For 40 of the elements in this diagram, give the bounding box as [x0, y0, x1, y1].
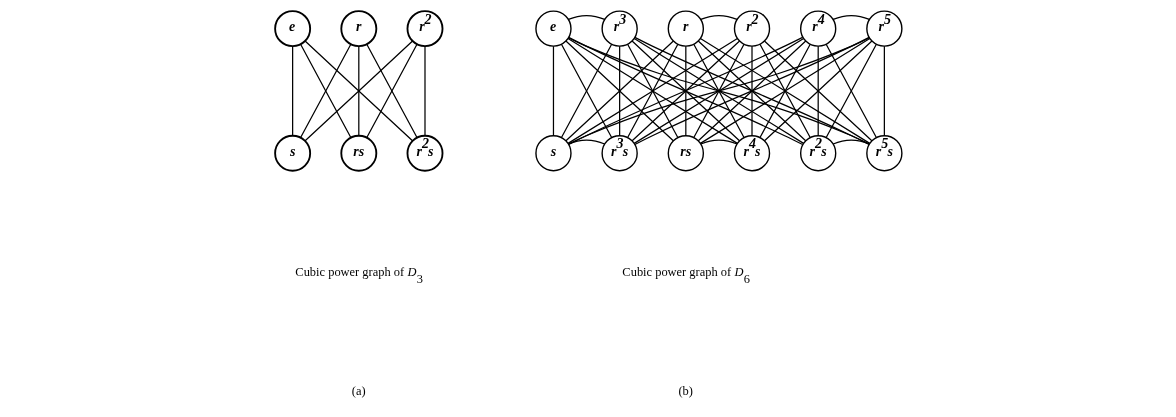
connector [750, 45, 753, 137]
connector [299, 43, 351, 139]
connector [692, 43, 745, 139]
node-circle: e [534, 10, 572, 47]
connector [633, 37, 804, 144]
connector [832, 139, 870, 145]
connector [567, 36, 803, 146]
connector [633, 36, 870, 146]
connector [365, 43, 418, 139]
connector [697, 40, 806, 142]
label: (b) [677, 383, 693, 398]
node-circle: rs [339, 134, 377, 172]
connector [618, 45, 620, 137]
connector [564, 40, 674, 142]
node-circle: e [273, 10, 311, 48]
connector [567, 37, 870, 145]
node-circle: r [667, 10, 704, 47]
connector [883, 45, 885, 137]
connector [567, 14, 605, 21]
connector [699, 139, 738, 145]
connector [699, 37, 870, 144]
connector [291, 45, 293, 137]
connector [825, 43, 877, 139]
connector [626, 43, 678, 139]
connector [552, 45, 554, 137]
connector [832, 14, 870, 21]
connector [758, 43, 811, 139]
connector [566, 37, 738, 144]
connector [423, 45, 426, 137]
connector [560, 43, 612, 139]
label: (a) [351, 383, 366, 398]
connector [684, 45, 686, 137]
node-circle: s [534, 135, 572, 172]
connector [699, 14, 738, 21]
node-circle: rs [667, 135, 704, 172]
connector [817, 45, 819, 137]
node-circle: s [273, 134, 311, 172]
connector [357, 45, 359, 137]
connector [567, 139, 605, 145]
node-circle: r [339, 10, 377, 48]
